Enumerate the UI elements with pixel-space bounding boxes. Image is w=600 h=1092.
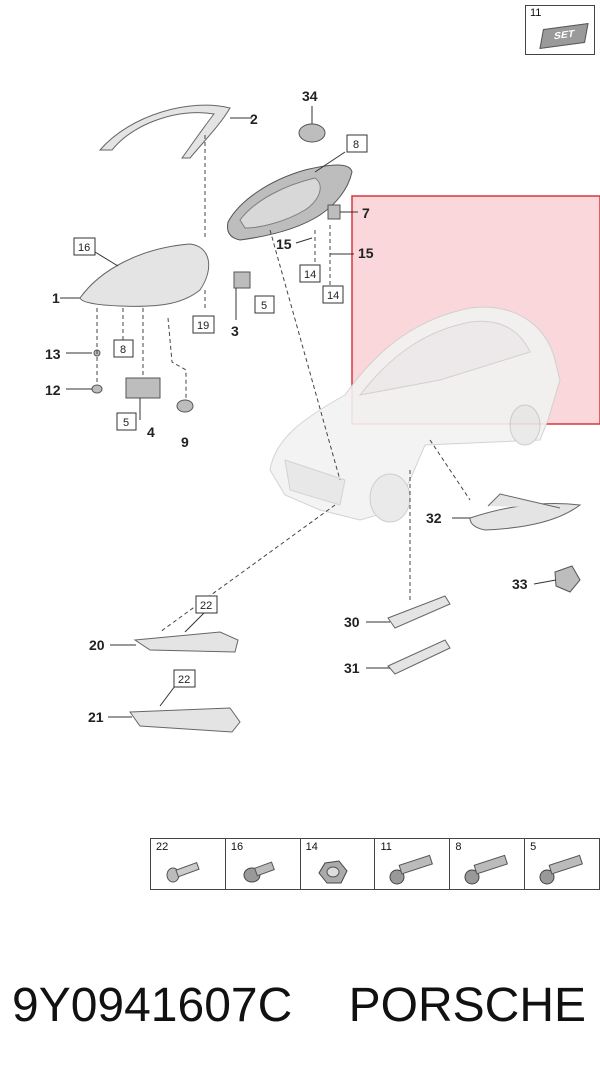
car-silhouette-icon [269,306,561,523]
callout-3: 3 [231,323,239,339]
svg-text:14: 14 [327,290,339,302]
svg-text:22: 22 [178,674,190,686]
callout-33: 33 [512,576,528,592]
callout-30: 30 [344,614,360,630]
svg-text:16: 16 [78,242,90,254]
boxed-callout-14b: 14 [322,285,344,304]
part-3-module [233,271,251,289]
part-9-grommet [176,399,194,413]
svg-text:19: 19 [197,320,209,332]
boxed-callout-22a: 22 [195,595,218,614]
callout-4: 4 [147,424,155,440]
callout-21: 21 [88,709,104,725]
callout-15a: 15 [276,236,292,252]
boxed-callout-8a: 8 [346,134,368,153]
svg-text:22: 22 [200,600,212,612]
part-20-daytime-lamp [133,631,239,653]
svg-text:5: 5 [261,300,267,312]
bolt-small-icon [166,862,200,883]
callout-7: 7 [362,205,370,221]
fastener-cell-14: 14 [301,839,376,889]
fastener-cell-16: 16 [226,839,301,889]
set-box: 11 SET [525,5,595,55]
fastener-cell-22: 22 [151,839,226,889]
callout-34: 34 [302,88,318,104]
bolt-long-icon [464,854,509,885]
callout-31: 31 [344,660,360,676]
svg-text:5: 5 [123,417,129,429]
part-30-reflector [387,595,451,629]
svg-text:8: 8 [120,344,126,356]
part-32-side-lamp [469,502,582,531]
callout-9: 9 [181,434,189,450]
bolt-flange-icon [243,861,275,883]
part-21-fog-lamp [129,707,241,733]
callout-32: 32 [426,510,442,526]
callout-12: 12 [45,382,61,398]
svg-text:8: 8 [353,139,359,151]
callout-1: 1 [52,290,60,306]
boxed-callout-5b: 5 [116,412,137,431]
part-34-cap [298,123,326,143]
boxed-callout-5a: 5 [254,295,275,314]
bolt-long-icon [389,854,434,885]
part-12-clip [91,384,103,394]
part-7-sensor [327,204,341,220]
part-4-module [125,377,161,399]
bolt-long-icon [539,854,584,885]
fastener-cell-8: 8 [450,839,526,889]
svg-text:14: 14 [304,269,316,281]
brand-name: PORSCHE [348,979,586,1032]
fastener-cell-11: 11 [375,839,451,889]
callout-15b: 15 [358,245,374,261]
callout-2: 2 [250,111,258,127]
part-1-headlight-lens [79,243,210,307]
boxed-callout-19: 19 [192,315,215,334]
boxed-callout-22b: 22 [173,669,196,688]
set-box-number: 11 [530,7,542,19]
nut-icon [318,860,348,884]
part-33-bracket [554,565,581,593]
part-2-trim-strip [98,104,231,159]
boxed-callout-14a: 14 [299,264,321,283]
callout-20: 20 [89,637,105,653]
boxed-callout-8b: 8 [113,339,134,358]
boxed-callout-16: 16 [73,237,96,256]
callout-13: 13 [45,346,61,362]
fastener-cell-5: 5 [525,839,599,889]
part-31-reflector [387,639,451,675]
fastener-table: 22 16 14 11 8 5 [150,838,600,890]
part-number: 9Y0941607C [12,979,293,1032]
footer: 9Y0941607C PORSCHE [0,978,600,1048]
